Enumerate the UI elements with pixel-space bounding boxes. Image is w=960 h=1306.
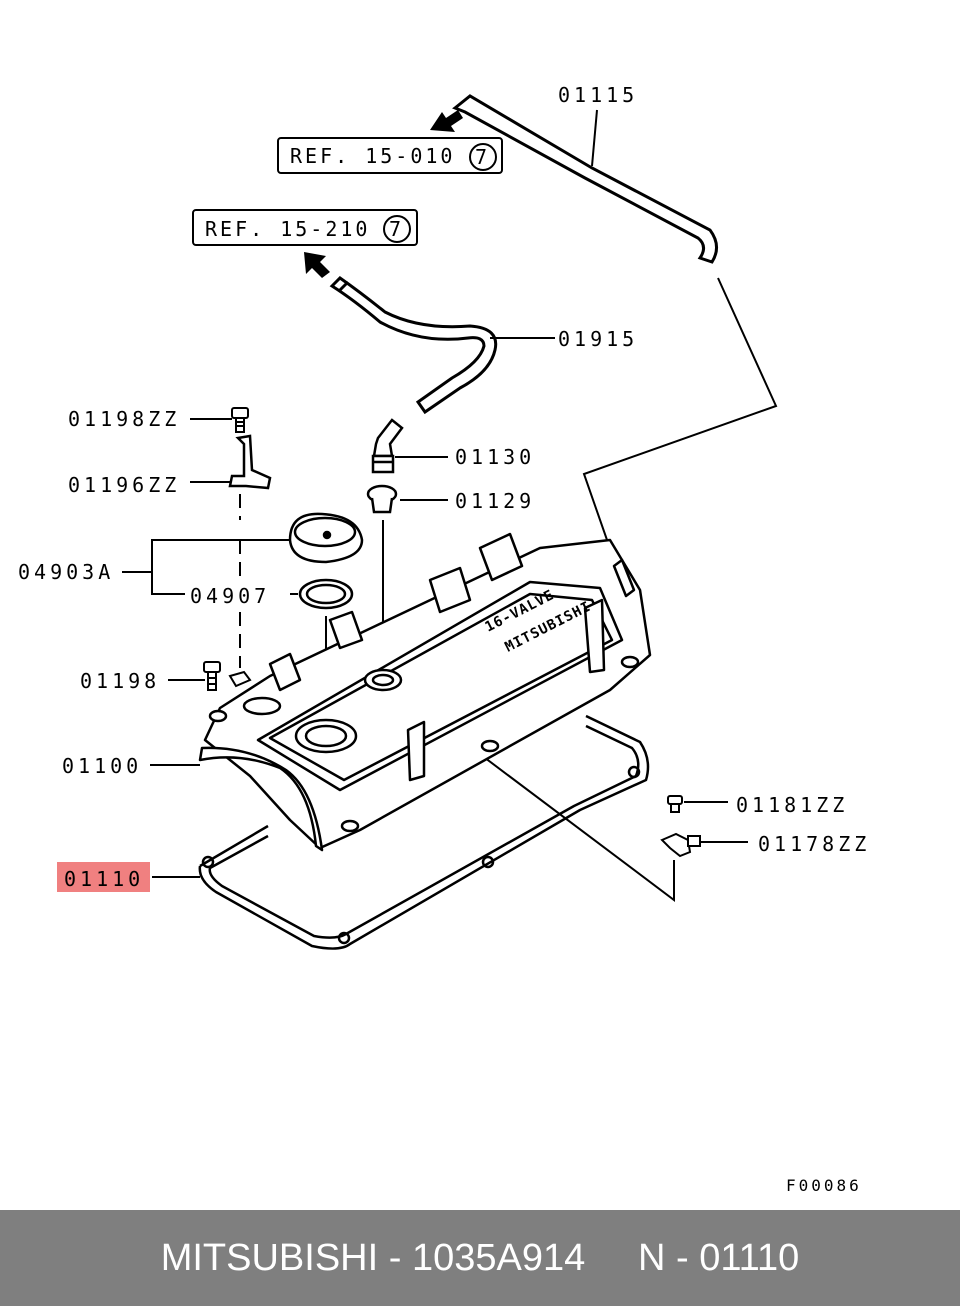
ref-text-15-010: REF. 15-010: [290, 144, 455, 168]
nipple-01130: [371, 418, 404, 474]
label-01198: 01198: [80, 669, 160, 693]
leader-lines: [122, 109, 778, 903]
bolt-01198: [203, 661, 221, 691]
footer-bar: MITSUBISHI - 1035A914 N - 01110: [0, 1210, 960, 1306]
rocker-cover-01100: [198, 532, 652, 852]
label-01178zz: 01178ZZ: [758, 832, 870, 856]
label-01181zz: 01181ZZ: [736, 793, 848, 817]
label-01129: 01129: [455, 489, 535, 513]
clip-01178zz: [660, 832, 701, 858]
ref-text-15-210: REF. 15-210: [205, 217, 370, 241]
bolt-01181zz: [667, 795, 683, 813]
parts-diagram: REF. 15-010 7 REF. 15-210 7: [18, 83, 870, 1195]
label-04903a: 04903A: [18, 560, 114, 584]
bolt-01198zz: [231, 407, 249, 433]
o-ring-04907: [298, 578, 354, 610]
label-01196zz: 01196ZZ: [68, 473, 180, 497]
label-04907: 04907: [190, 584, 270, 608]
arrow-ref-15-010: [430, 110, 463, 132]
ref-box-15-210: REF. 15-210 7: [192, 209, 418, 246]
label-01198zz: 01198ZZ: [68, 407, 180, 431]
drawing-code: F00086: [786, 1176, 862, 1195]
bracket-01196zz: [228, 434, 272, 490]
gasket-01110: [198, 714, 650, 950]
hose-01915: [329, 276, 498, 415]
highlight-01110: [57, 862, 150, 892]
label-01130: 01130: [455, 445, 535, 469]
grommet-01129: [366, 484, 398, 514]
label-01100: 01100: [62, 754, 142, 778]
label-01915: 01915: [558, 327, 638, 351]
clip-small: [228, 670, 252, 688]
ref-circle-15-010: 7: [475, 145, 487, 169]
oil-cap-04903a: [288, 512, 364, 564]
arrow-ref-15-210: [304, 252, 330, 278]
ref-box-15-010: REF. 15-010 7: [277, 137, 503, 174]
hose-01115: [452, 94, 718, 264]
label-01110: 01110: [64, 867, 144, 891]
label-01115: 01115: [558, 83, 638, 107]
ref-circle-15-210: 7: [389, 217, 401, 241]
footer-text: MITSUBISHI - 1035A914 N - 01110: [160, 1236, 800, 1279]
